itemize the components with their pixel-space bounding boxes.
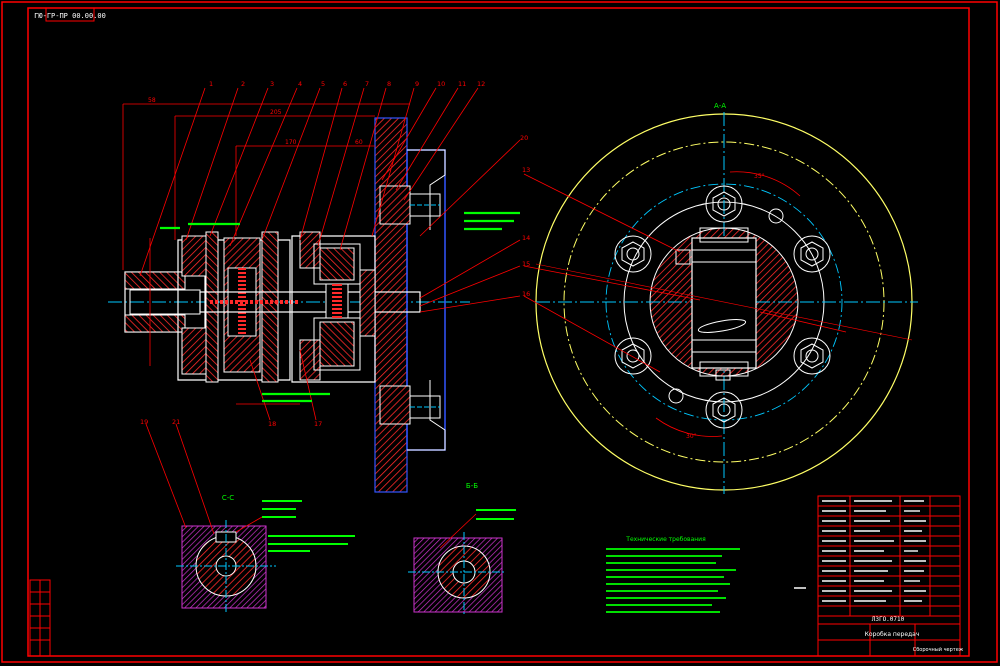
dimension-lines <box>122 103 410 405</box>
code-stamp: ГЮ-ГР-ПР 00.00.00 <box>34 12 106 20</box>
technical-requirements: Технические требования <box>606 536 806 613</box>
bolt-pattern <box>614 185 831 429</box>
dim-60: 60 <box>355 139 363 146</box>
dim-angle-30: 30° <box>686 433 697 440</box>
callout-16: 16 <box>522 290 530 298</box>
callout-3: 3 <box>270 80 274 88</box>
callout-15: 15 <box>522 260 530 268</box>
callout-4: 4 <box>298 80 302 88</box>
bolt-bottom <box>379 385 441 425</box>
title-block <box>817 495 961 657</box>
title-block-sub: Сборочный чертеж <box>913 646 964 653</box>
green-notes-main <box>160 211 520 403</box>
callout-11: 11 <box>458 80 466 88</box>
callout-13: 13 <box>522 166 530 174</box>
callout-1: 1 <box>209 80 213 88</box>
title-block-name: Коробка передач <box>865 631 920 638</box>
callout-8: 8 <box>387 80 391 88</box>
section-aa-view: А-А 35° 30° <box>523 102 918 494</box>
callout-12: 12 <box>477 80 485 88</box>
dim-angle-35: 35° <box>754 173 765 180</box>
leader-lines <box>139 87 521 421</box>
section-cc-view: С-С 19 21 <box>140 418 355 612</box>
callout-17: 17 <box>314 420 322 428</box>
section-cc-label: С-С <box>222 494 234 502</box>
dim-205: 205 <box>270 109 282 116</box>
callout-10: 10 <box>437 80 445 88</box>
green-notes-bb <box>476 509 516 520</box>
callout-9: 9 <box>415 80 419 88</box>
dim-170: 170 <box>285 139 297 146</box>
title-block-code: ЛЗГО.0710 <box>872 616 905 623</box>
callout-19: 19 <box>140 418 148 426</box>
main-section-view: 58 205 170 60 1 2 3 <box>108 80 530 493</box>
callout-14: 14 <box>522 234 530 242</box>
callout-21: 21 <box>172 418 180 426</box>
section-bb-label: Б-Б <box>466 482 478 490</box>
section-aa-label: А-А <box>714 102 726 110</box>
callout-20: 20 <box>520 134 528 142</box>
section-bb-view: Б-Б <box>408 482 516 614</box>
tech-req-title: Технические требования <box>625 536 706 543</box>
callout-7: 7 <box>365 80 369 88</box>
dim-58: 58 <box>148 97 156 104</box>
bolt-top <box>379 185 441 225</box>
callout-6: 6 <box>343 80 347 88</box>
callout-2: 2 <box>241 80 245 88</box>
green-notes-cc <box>262 500 355 552</box>
callout-18: 18 <box>268 420 276 428</box>
callout-5: 5 <box>321 80 325 88</box>
flange-body <box>374 117 408 493</box>
title-block-text-rows <box>822 500 926 602</box>
